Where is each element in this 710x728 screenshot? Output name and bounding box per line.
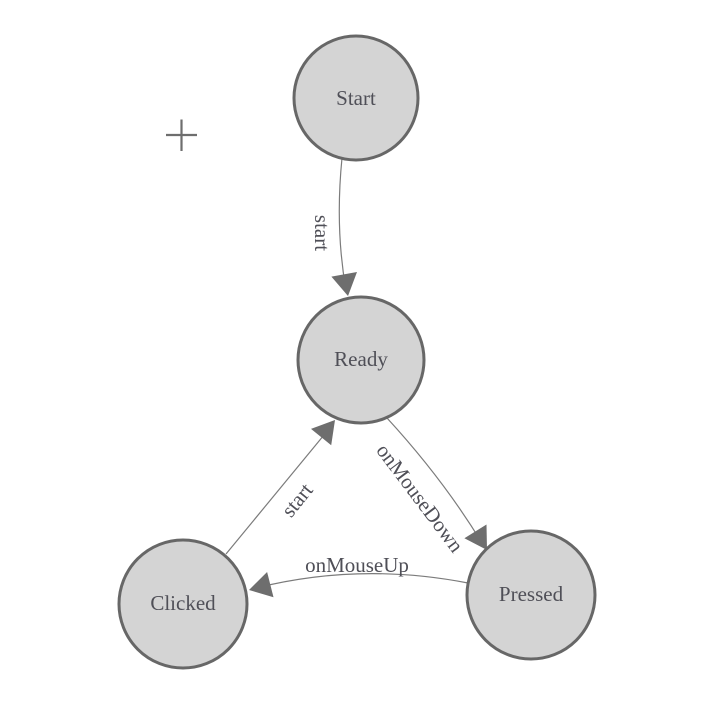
arrowhead-icon bbox=[331, 272, 357, 296]
node-clicked[interactable]: Clicked bbox=[117, 538, 249, 670]
crosshair-cursor-icon bbox=[166, 119, 197, 151]
arrowhead-icon bbox=[311, 420, 335, 446]
edge-label-onmouseup[interactable]: onMouseUp bbox=[305, 553, 409, 577]
node-clicked-circle[interactable] bbox=[117, 538, 249, 670]
edge-pressed-to-clicked[interactable]: onMouseUp bbox=[249, 553, 469, 598]
node-start-circle[interactable] bbox=[292, 34, 420, 162]
node-ready-circle[interactable] bbox=[296, 295, 426, 425]
edge-ready-to-pressed[interactable]: onMouseDown bbox=[371, 417, 487, 557]
edge-ready-to-pressed-line[interactable] bbox=[386, 417, 483, 544]
node-pressed-circle[interactable] bbox=[465, 529, 597, 661]
arrowhead-icon bbox=[249, 572, 274, 598]
edge-start-to-ready[interactable]: start bbox=[310, 157, 357, 296]
node-ready-label: Ready bbox=[334, 347, 388, 371]
edge-pressed-to-clicked-line[interactable] bbox=[255, 573, 469, 589]
edge-label-start[interactable]: start bbox=[310, 215, 334, 251]
node-pressed-label: Pressed bbox=[499, 582, 564, 606]
node-start-label: Start bbox=[336, 86, 376, 110]
edge-start-to-ready-line[interactable] bbox=[338, 157, 347, 291]
arrowhead-icon bbox=[464, 524, 487, 550]
edge-clicked-to-ready[interactable]: start bbox=[225, 420, 335, 555]
node-pressed[interactable]: Pressed bbox=[465, 529, 597, 661]
edge-clicked-to-ready-line[interactable] bbox=[225, 434, 325, 555]
node-clicked-label: Clicked bbox=[150, 591, 216, 615]
node-start[interactable]: Start bbox=[292, 34, 420, 162]
node-ready[interactable]: Ready bbox=[296, 295, 426, 425]
